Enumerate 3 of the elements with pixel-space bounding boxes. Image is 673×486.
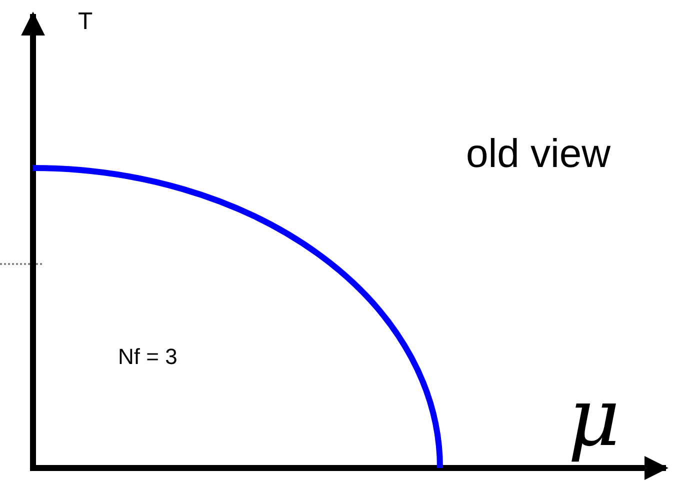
axis-label: T [78, 10, 93, 34]
annotation-text: old view [466, 134, 611, 174]
annotation-text: Nf = 3 [118, 346, 178, 368]
